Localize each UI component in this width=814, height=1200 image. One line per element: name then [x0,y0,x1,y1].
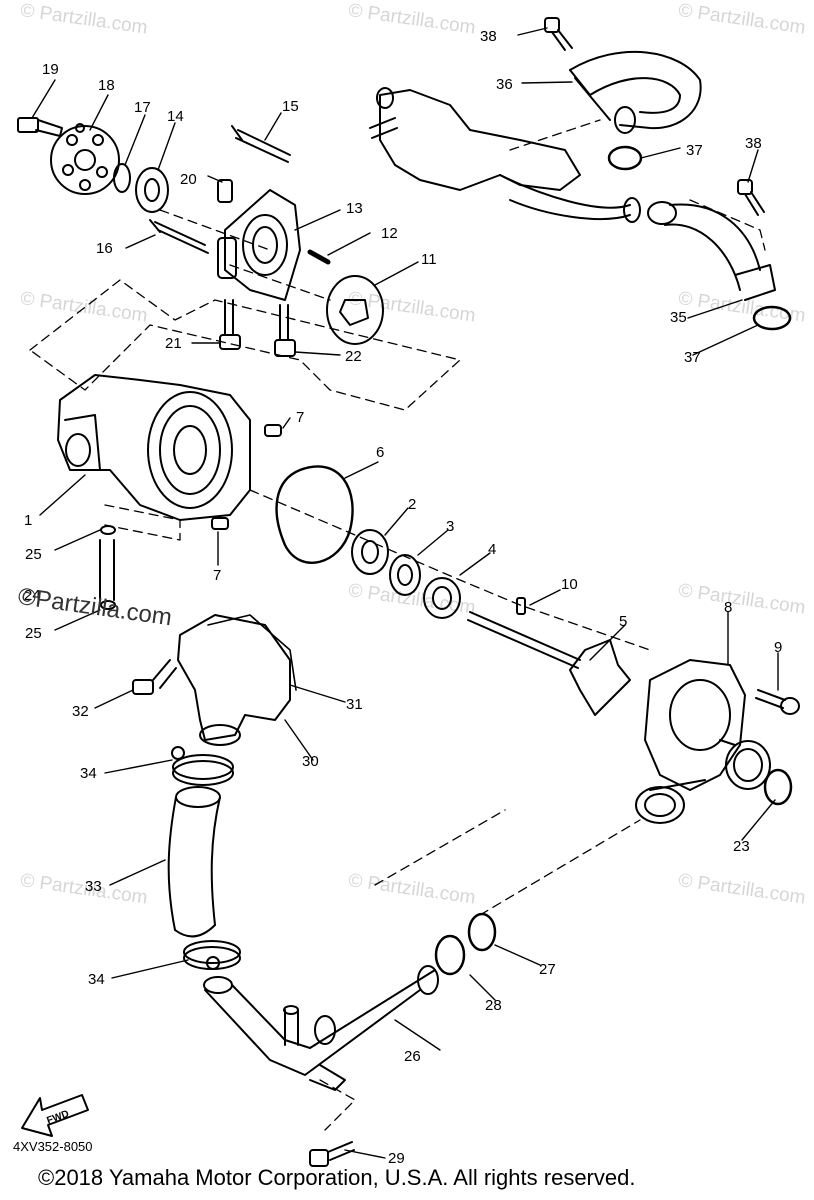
leader-lines [31,27,779,1159]
callout-31: 31 [346,696,363,713]
callout-25: 25 [25,625,42,642]
callout-25: 25 [25,546,42,563]
callout-9: 9 [774,639,782,656]
part-16-bolt [149,219,209,254]
callout-10: 10 [561,576,578,593]
part-19-bolt [17,117,63,137]
callout-33: 33 [85,878,102,895]
callout-17: 17 [134,99,151,116]
callout-38: 38 [480,28,497,45]
part-8-pump-cover [635,659,771,824]
part-26-pipe [203,965,439,1091]
part-34-clamp [171,746,234,786]
part-13-housing [217,189,301,301]
callout-29: 29 [388,1150,405,1167]
callout-26: 26 [404,1048,421,1065]
callout-38: 38 [745,135,762,152]
callout-24: 24 [24,587,41,604]
part-7-dowel [264,424,282,437]
part-7-dowel [211,517,229,530]
callout-4: 4 [488,541,496,558]
part-27-o-ring [467,912,497,952]
callout-34: 34 [80,765,97,782]
callout-6: 6 [376,444,384,461]
part-15-bolt [231,125,291,163]
callout-20: 20 [180,171,197,188]
part-35-pipe [647,201,776,301]
fwd-label: FWD [45,1109,70,1127]
part-17-washer [113,163,131,193]
diagram-code: 4XV352-8050 [13,1139,93,1154]
callout-7: 7 [213,567,221,584]
callout-32: 32 [72,703,89,720]
callout-2: 2 [408,496,416,513]
part-11-rotor [326,275,384,345]
callout-5: 5 [619,613,627,630]
part-12-pin [307,249,331,265]
part-22-bolt [274,304,296,357]
part-37-o-ring [607,145,643,171]
part-34-clamp [183,940,241,970]
callout-21: 21 [165,335,182,352]
callout-22: 22 [345,348,362,365]
copyright-notice: ©2018 Yamaha Motor Corporation, U.S.A. A… [38,1165,636,1190]
callout-13: 13 [346,200,363,217]
part-3-seal [389,554,421,596]
assembly-lines [29,119,766,1131]
callout-16: 16 [96,240,113,257]
part-36-hose [569,50,702,134]
part-5-impeller-shaft [467,611,631,716]
part-9-bolt [755,689,800,715]
callout-28: 28 [485,997,502,1014]
callout-labels: 1 2 3 4 5 6 7 7 8 9 10 11 12 13 14 15 16… [24,28,782,1167]
callout-8: 8 [724,599,732,616]
part-33-hose [167,786,221,938]
callout-36: 36 [496,76,513,93]
part-28-o-ring [434,934,466,976]
callout-15: 15 [282,98,299,115]
callout-12: 12 [381,225,398,242]
callout-37: 37 [684,349,701,366]
part-20-pin [217,179,233,203]
thermostat-housing [369,87,641,223]
callout-35: 35 [670,309,687,326]
part-37-o-ring [752,305,792,331]
part-32-bolt [132,659,177,695]
part-4-seal [423,577,461,619]
callout-37: 37 [686,142,703,159]
callout-34: 34 [88,971,105,988]
callout-14: 14 [167,108,184,125]
part-2-seal [351,529,389,575]
fwd-arrow-icon [21,1094,89,1137]
callout-27: 27 [539,961,556,978]
part-29-bolt [309,1141,355,1167]
part-23-o-ring [763,768,793,806]
callout-19: 19 [42,61,59,78]
part-1-pump-body [57,374,251,521]
callout-7: 7 [296,409,304,426]
callout-11: 11 [421,251,437,268]
part-10-pin [516,597,526,615]
part-30-cover [177,614,297,746]
callout-1: 1 [24,512,32,529]
part-21-bolt [219,299,241,350]
callout-3: 3 [446,518,454,535]
part-38-bolt [544,17,573,51]
callout-18: 18 [98,77,115,94]
part-24-pipe [99,525,116,610]
part-6-gasket [275,465,354,564]
callout-23: 23 [733,838,750,855]
callout-30: 30 [302,753,319,770]
part-38-bolt [737,179,765,216]
part-18-sprocket [50,123,120,195]
part-14-bearing [135,167,169,213]
